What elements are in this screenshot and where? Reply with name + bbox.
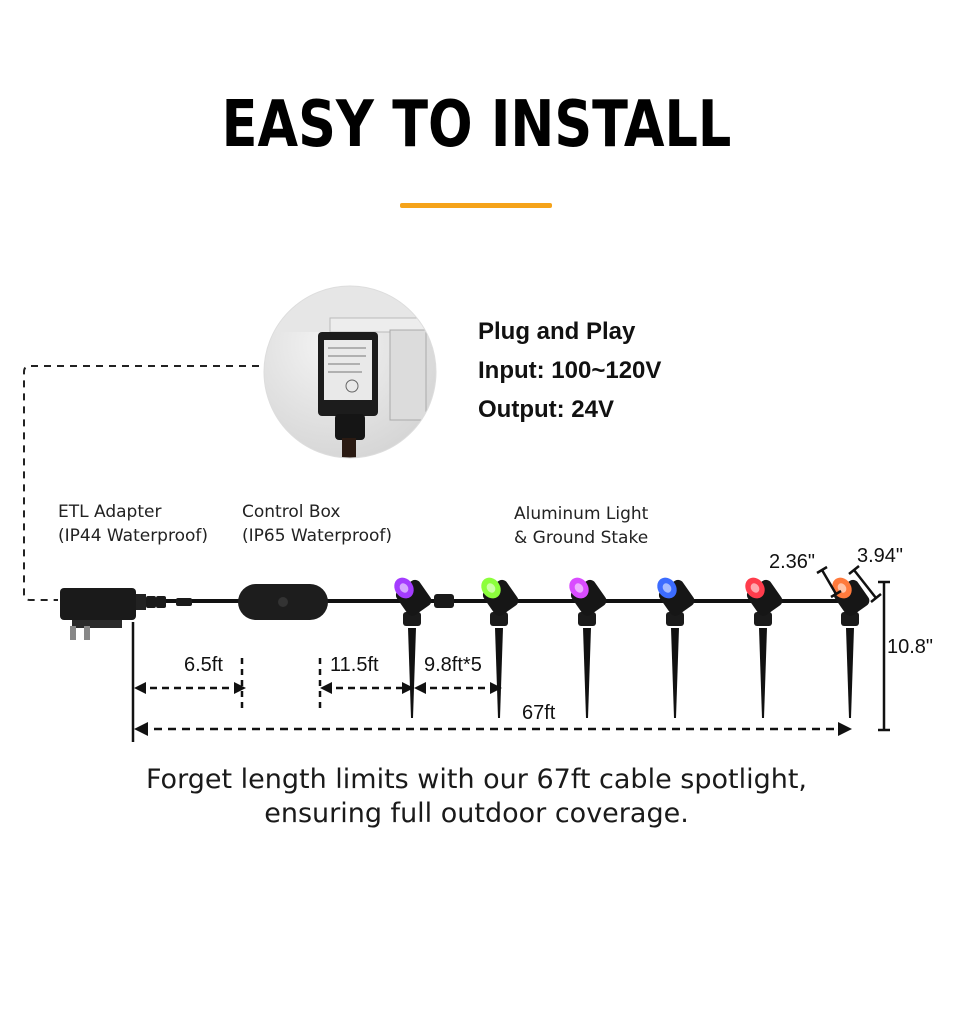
caption-line2: ensuring full outdoor coverage. — [264, 798, 689, 829]
spec-output: Output: 24V — [478, 396, 614, 423]
adapter-body — [60, 588, 192, 640]
dim-head-height-line — [853, 569, 877, 599]
adapter-label: ETL Adapter (IP44 Waterproof) — [58, 500, 208, 548]
dim-adapter-cable-label: 6.5ft — [184, 654, 223, 676]
control-box-label: Control Box (IP65 Waterproof) — [242, 500, 392, 548]
control-box-label-line2: (IP65 Waterproof) — [242, 526, 393, 546]
spec-input: Input: 100~120V — [478, 357, 662, 384]
dimension-lines — [131, 565, 890, 742]
spotlight-3 — [569, 577, 607, 718]
control-box-label-line1: Control Box — [242, 502, 341, 522]
spotlight-2 — [481, 577, 519, 718]
dim-head-height-label: 3.94" — [857, 545, 904, 567]
dimension-arrowheads — [134, 682, 852, 736]
dim-light-spacing-label: 9.8ft*5 — [424, 654, 482, 676]
spec-plug-and-play: Plug and Play — [478, 318, 636, 345]
control-box — [238, 584, 328, 620]
spotlight-6 — [832, 577, 870, 718]
adapter-label-line1: ETL Adapter — [58, 502, 162, 522]
dim-total-label: 67ft — [522, 702, 556, 724]
spotlight-1 — [394, 577, 432, 718]
dim-head-width-label: 2.36" — [769, 551, 816, 573]
spotlight-4 — [657, 577, 695, 718]
adapter-label-line2: (IP44 Waterproof) — [58, 526, 209, 546]
cable-connector — [434, 594, 454, 608]
dim-lead-cable-label: 11.5ft — [330, 654, 379, 676]
spotlight-5 — [745, 577, 783, 718]
light-label: Aluminum Light & Ground Stake — [514, 502, 648, 550]
title-underline — [400, 203, 552, 208]
light-label-line2: & Ground Stake — [514, 528, 649, 548]
plug-photo — [264, 286, 436, 458]
page-title: EASY TO INSTALL — [221, 88, 732, 162]
light-label-line1: Aluminum Light — [514, 504, 649, 524]
dim-overall-height-label: 10.8" — [887, 636, 934, 658]
dim-head-width-line — [820, 569, 838, 595]
plug-to-adapter-dashed-line — [23, 365, 272, 601]
lights-group — [394, 577, 870, 718]
caption-line1: Forget length limits with our 67ft cable… — [145, 764, 807, 795]
